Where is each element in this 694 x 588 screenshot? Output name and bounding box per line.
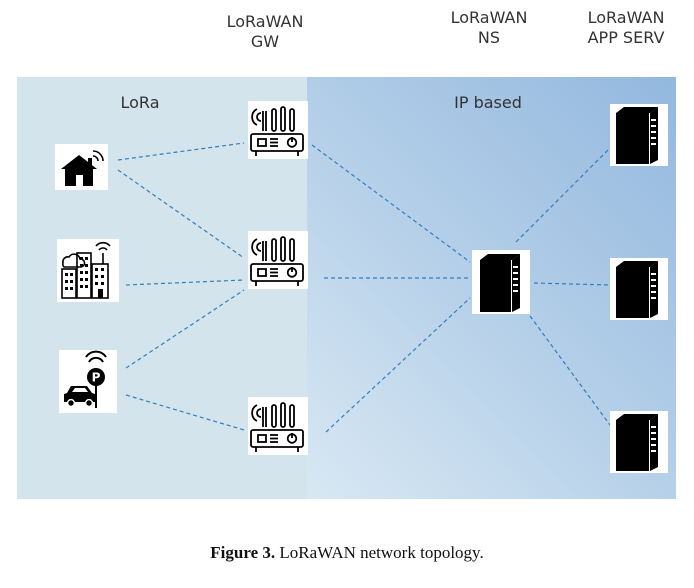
gw-header-line1: LoRaWAN: [226, 12, 304, 31]
server-tower-icon: [610, 104, 668, 166]
ip-region-label: IP based: [454, 93, 522, 112]
figure-caption: Figure 3. LoRaWAN network topology.: [0, 543, 694, 563]
figure-caption-text: LoRaWAN network topology.: [275, 543, 484, 562]
server-tower-icon: [472, 250, 530, 314]
link-gw1-ns: [311, 144, 471, 263]
app-server-header: LoRaWAN APP SERV: [588, 8, 665, 48]
svg-text:P: P: [92, 371, 101, 385]
gateway-router-icon: [248, 231, 308, 289]
link-car-gw3: [125, 394, 245, 431]
gateway-router-icon: [248, 101, 308, 159]
link-ns-app2: [533, 282, 611, 286]
app-server-header-line2: APP SERV: [587, 28, 665, 47]
link-ns-app1: [515, 147, 611, 243]
link-building-gw2: [125, 279, 245, 286]
link-gw3-ns: [325, 297, 471, 433]
ns-header-line2: NS: [477, 28, 501, 47]
parking-car-icon: P: [59, 350, 117, 413]
house-icon: [55, 144, 108, 190]
gw-header-line2: GW: [250, 32, 280, 51]
link-house-gw1: [117, 142, 245, 161]
ns-header: LoRaWAN NS: [451, 8, 528, 48]
link-car-gw2: [125, 289, 245, 369]
server-tower-icon: [610, 411, 668, 473]
server-tower-icon: [610, 258, 668, 320]
ns-header-line1: LoRaWAN: [450, 8, 528, 27]
figure-caption-label: Figure 3.: [210, 543, 276, 562]
gw-header: LoRaWAN GW: [227, 12, 304, 52]
app-server-header-line1: LoRaWAN: [587, 8, 665, 27]
building-icon: [57, 239, 119, 302]
gateway-router-icon: [248, 397, 308, 455]
link-house-gw2: [117, 169, 245, 259]
link-ns-app3: [529, 315, 611, 426]
lora-region-label: LoRa: [120, 93, 160, 112]
